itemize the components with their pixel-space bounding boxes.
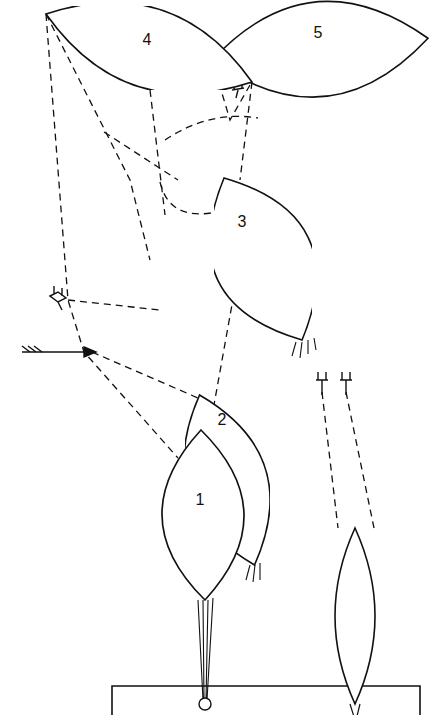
callout-number: 4 xyxy=(143,32,152,48)
leaf-path xyxy=(212,1,428,97)
sail-leaf: 4 xyxy=(42,6,256,90)
callout-number: 2 xyxy=(218,412,227,428)
clip-symbol xyxy=(50,78,352,395)
leaf-path xyxy=(46,6,252,90)
leaf-outline xyxy=(335,528,375,704)
sail-leaf: 3 xyxy=(214,174,312,344)
callout-number: 5 xyxy=(314,25,323,41)
callout-number: 3 xyxy=(238,214,247,230)
shroud-lines xyxy=(350,704,360,715)
leaf-path xyxy=(162,430,244,600)
leaf-path xyxy=(214,178,312,340)
frame xyxy=(112,686,420,715)
sail-leaf: 1 xyxy=(158,426,248,604)
leaf-outline xyxy=(42,6,256,90)
callout-number: 1 xyxy=(196,492,205,508)
leaf-outline xyxy=(158,426,248,604)
wind-arrow xyxy=(22,346,96,357)
anchor-ring xyxy=(199,698,211,710)
leaf-outline xyxy=(214,174,312,344)
